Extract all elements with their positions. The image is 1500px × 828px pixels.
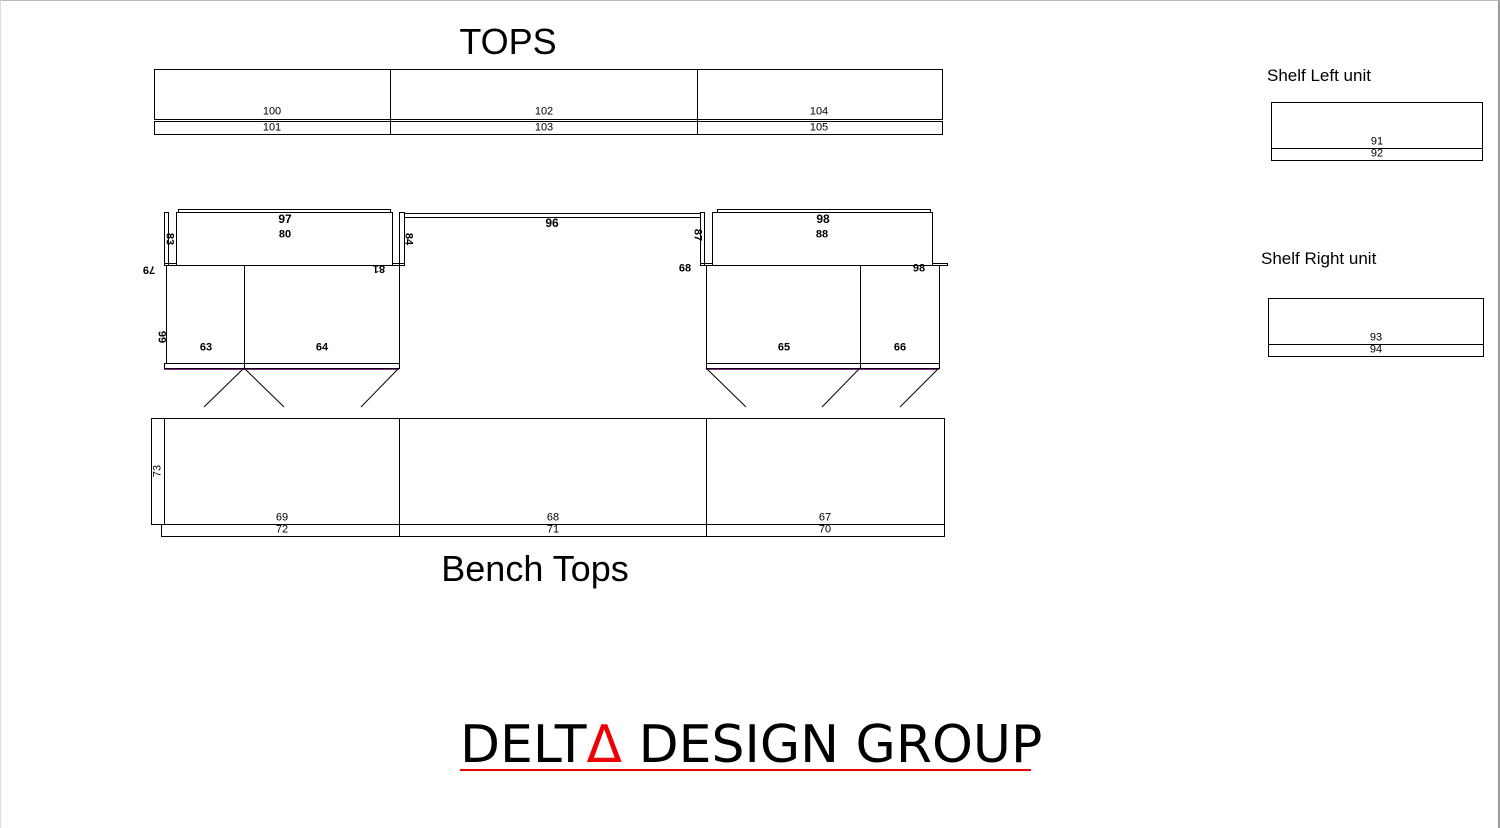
door-swing xyxy=(360,367,400,408)
part-label: 68 xyxy=(546,511,560,524)
tops-title: TOPS xyxy=(459,21,557,62)
part-label: 98 xyxy=(912,262,926,275)
part-label: 101 xyxy=(262,121,282,134)
part-label: 92 xyxy=(1370,147,1384,160)
part-label: 91 xyxy=(1370,135,1384,148)
part-label: 66 xyxy=(893,341,907,354)
part-label: 65 xyxy=(777,341,791,354)
door-swing xyxy=(243,367,285,408)
part-label: 100 xyxy=(262,105,282,118)
part-label: 96 xyxy=(545,216,559,230)
part-label: 84 xyxy=(402,232,415,246)
shelf-left-title: Shelf Left unit xyxy=(1267,66,1371,85)
logo-underline xyxy=(460,769,1031,771)
part-label: 102 xyxy=(534,105,554,118)
part-label: 93 xyxy=(1369,331,1383,344)
door-swing xyxy=(899,367,940,408)
part-label: 70 xyxy=(818,523,832,536)
part-label: 80 xyxy=(278,228,292,241)
part-label: 98 xyxy=(816,212,830,226)
part-label: 87 xyxy=(691,228,704,242)
part-label: 105 xyxy=(809,121,829,134)
shelf-right-title: Shelf Right unit xyxy=(1261,249,1377,268)
part-label: 69 xyxy=(275,511,289,524)
door-swing xyxy=(821,367,861,408)
part-label: 81 xyxy=(372,262,386,275)
part-label: 97 xyxy=(278,212,292,226)
part-label: 99 xyxy=(155,330,168,344)
part-label: 103 xyxy=(534,121,554,134)
delta-icon: Δ xyxy=(586,715,623,775)
tops-panel xyxy=(154,69,943,120)
part-label: 88 xyxy=(815,228,829,241)
left-base-strip xyxy=(164,363,400,369)
shelf-right-panel xyxy=(1268,298,1484,357)
logo-text: DESIGN GROUP xyxy=(622,715,1043,775)
part-label: 67 xyxy=(818,511,832,524)
shelf-left-panel xyxy=(1271,102,1483,161)
door-swing xyxy=(705,367,747,408)
part-label: 83 xyxy=(163,232,176,246)
part-label: 104 xyxy=(809,105,829,118)
part-label: 68 xyxy=(678,262,692,275)
tops-edge-strip xyxy=(154,121,943,135)
bench-tops-title: Bench Tops xyxy=(441,548,629,589)
bench-edge-strip xyxy=(161,524,945,537)
part-label: 94 xyxy=(1369,343,1383,356)
part-label: 72 xyxy=(275,523,289,536)
part-label: 79 xyxy=(142,263,156,276)
right-base-strip xyxy=(706,363,940,369)
part-label: 64 xyxy=(315,341,329,354)
part-label: 71 xyxy=(546,523,560,536)
part-label: 63 xyxy=(199,341,213,354)
bench-top-panel xyxy=(151,418,945,525)
part-label: 73 xyxy=(151,464,164,478)
door-swing xyxy=(203,367,245,408)
logo-text: DELT xyxy=(460,715,587,775)
delta-design-group-logo: DELTΔ DESIGN GROUP xyxy=(460,719,1042,771)
